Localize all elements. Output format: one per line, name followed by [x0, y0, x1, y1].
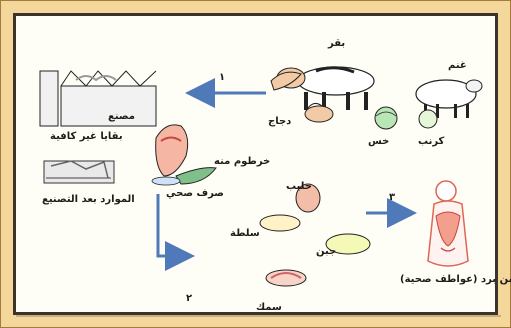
- label-factory-waste: بقايا غير كافية: [50, 131, 123, 143]
- label-lettuce: خس: [368, 136, 389, 148]
- factory-icon: [40, 71, 156, 126]
- label-herbivores: خرطوم منه: [214, 156, 270, 168]
- cabbage-icon: [419, 110, 437, 128]
- label-human: سن برد (عواطف صحية): [400, 274, 511, 286]
- label-factory-items: الموارد بعد التصنيع: [42, 194, 135, 206]
- factory-items-icon: [44, 161, 114, 183]
- label-sheep: غنم: [448, 60, 467, 72]
- arrow-2: [158, 194, 189, 256]
- label-sanitary: صرف صحي: [166, 188, 224, 200]
- human-body-icon: [428, 181, 468, 266]
- arrow-3-number: ٣: [389, 192, 395, 204]
- label-cabbage: كرنب: [418, 136, 444, 148]
- arrow-1-number: ١: [219, 72, 225, 84]
- lettuce-icon: [375, 107, 397, 129]
- arrow-2-number: ٢: [186, 293, 192, 305]
- herbivores-icon: [152, 125, 216, 185]
- label-cheese: جبن: [316, 246, 336, 258]
- food-items: [260, 184, 370, 286]
- label-factory: مصنع: [108, 111, 135, 123]
- label-meat: سمك: [256, 302, 282, 314]
- label-cow: بقر: [328, 38, 345, 50]
- label-milk: حليب: [286, 181, 312, 193]
- chicken-icon: [305, 103, 333, 122]
- cow-icon: [271, 67, 374, 110]
- label-chicken: دجاج: [268, 116, 291, 128]
- label-fish: سلطة: [230, 228, 260, 240]
- diagram-panel: بقر غنم دجاج خس كرنب مصنع بقايا غير كافي…: [13, 13, 498, 315]
